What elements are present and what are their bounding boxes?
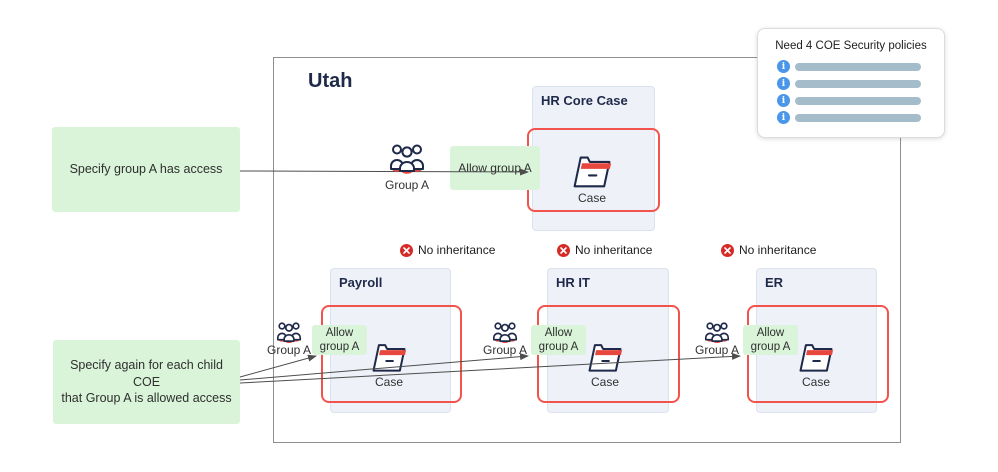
case-label: Case xyxy=(801,375,830,389)
security-policies-callout: Need 4 COE Security policies xyxy=(757,28,945,138)
allow-text-line1: Allow xyxy=(756,327,785,339)
no-inheritance-badge: No inheritance xyxy=(400,243,495,257)
group-a-label: Group A xyxy=(384,178,430,192)
note-specify-again-line2: that Group A is allowed access xyxy=(61,391,232,406)
utah-title: Utah xyxy=(308,70,353,92)
case-label: Case xyxy=(374,375,403,389)
callout-title: Need 4 COE Security policies xyxy=(775,40,927,52)
allow-text-line2: group A xyxy=(538,341,579,353)
allow-text-line1: Allow xyxy=(325,327,354,339)
note-specify-again-text: Specify again for each child COE that Gr… xyxy=(61,357,232,408)
allow-text-line2: group A xyxy=(319,341,360,353)
group-a-icon xyxy=(387,141,427,175)
policy-placeholder-bar xyxy=(795,79,921,88)
no-inheritance-badge: No inheritance xyxy=(557,243,652,257)
allow-group-a-text: Allow group A xyxy=(458,161,532,175)
group-a-label: Group A xyxy=(266,343,312,357)
group-a-label: Group A xyxy=(694,343,740,357)
info-icon xyxy=(777,77,790,90)
no-inheritance-label: No inheritance xyxy=(418,243,496,257)
case-folder-icon xyxy=(798,342,834,373)
coe-title-payroll: Payroll xyxy=(339,275,383,290)
allow-group-a-box-payroll: Allow group A xyxy=(312,325,367,355)
allow-group-a-box-hr-core: Allow group A xyxy=(450,146,540,190)
info-icon xyxy=(777,94,790,107)
group-a-icon xyxy=(703,320,731,344)
red-x-icon xyxy=(557,243,570,257)
allow-group-a-box-hr-it: Allow group A xyxy=(531,325,586,355)
note-specify-again: Specify again for each child COE that Gr… xyxy=(53,340,240,424)
allow-text-line1: Allow xyxy=(544,327,573,339)
red-x-icon xyxy=(721,243,734,257)
coe-title-er: ER xyxy=(765,275,784,290)
policy-row xyxy=(777,60,944,73)
case-label: Case xyxy=(590,375,619,389)
note-specify-access: Specify group A has access xyxy=(52,127,240,212)
group-a-icon xyxy=(275,320,303,344)
policy-placeholder-bar xyxy=(795,96,921,105)
red-x-icon xyxy=(400,243,413,257)
coe-title-hr-it: HR IT xyxy=(556,275,590,290)
policy-row xyxy=(777,94,944,107)
note-specify-access-text: Specify group A has access xyxy=(69,162,223,177)
coe-title-hr-core-case: HR Core Case xyxy=(541,93,628,108)
policy-row xyxy=(777,111,944,124)
case-folder-icon xyxy=(587,342,623,373)
policy-placeholder-bar xyxy=(795,62,921,71)
no-inheritance-label: No inheritance xyxy=(575,243,653,257)
no-inheritance-label: No inheritance xyxy=(739,243,817,257)
info-icon xyxy=(777,111,790,124)
case-label: Case xyxy=(577,191,606,205)
allow-group-a-box-er: Allow group A xyxy=(743,325,798,355)
no-inheritance-badge: No inheritance xyxy=(721,243,816,257)
group-a-icon xyxy=(491,320,519,344)
allow-text-line2: group A xyxy=(750,341,791,353)
policy-row xyxy=(777,77,944,90)
case-folder-icon xyxy=(572,154,612,189)
coe-box-hr-it: HR IT xyxy=(547,268,669,413)
policy-placeholder-bar xyxy=(795,113,921,122)
note-specify-again-line1: Specify again for each child COE xyxy=(70,357,223,389)
group-a-label: Group A xyxy=(482,343,528,357)
case-folder-icon xyxy=(371,342,407,373)
info-icon xyxy=(777,60,790,73)
